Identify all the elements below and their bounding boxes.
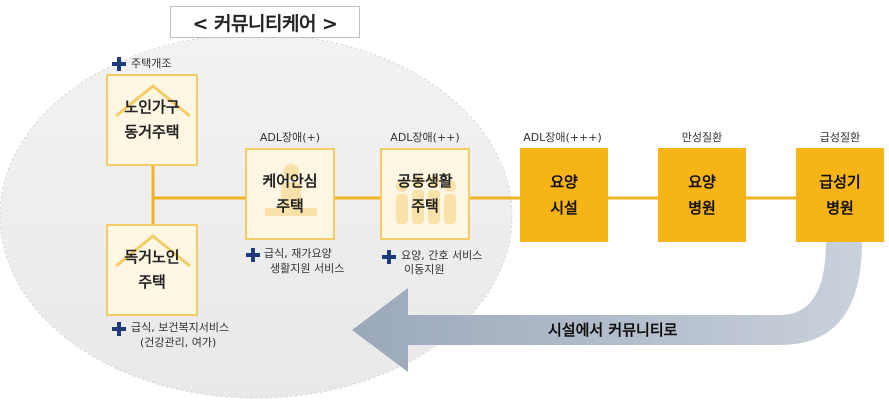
house-care-safe-line1: 케어안심 [262,172,318,190]
house-care-safe: 케어안심 주택 [245,148,335,240]
facility-nursing: 요양 시설 [520,148,608,242]
single-elderly-service-2: (건강관리, 여가) [140,336,217,349]
facility-nursing-line2: 시설 [550,199,578,217]
house-elderly-cohab-line1: 노인가구 [124,98,180,116]
house-single-elderly: 독거노인 주택 [106,224,198,316]
level-adl-plus: ADL장애(+) [259,131,321,144]
level-adl-plus-plus-plus: ADL장애(+++) [523,131,602,144]
diagram-title: < 커뮤니티케어 > [170,6,360,38]
plus-icon [382,250,396,264]
facility-nursing-hospital-line2: 병원 [688,199,716,217]
house-single-elderly-line1: 독거노인 [124,248,180,266]
shared-living-service-1: 요양, 간호 서비스 [401,249,483,262]
house-shared-living-line1: 공동생활 [397,172,453,190]
house-care-safe-line2: 주택 [276,197,304,215]
single-elderly-service-1: 급식, 보건복지서비스 [131,321,230,334]
care-safe-service-2: 생활지원 서비스 [270,262,345,275]
facility-acute-hospital-line1: 급성기 [819,173,861,191]
house-shared-living: 공동생활 주택 [380,148,470,240]
plus-icon [112,57,126,71]
caregiver-figure-icon [265,164,317,216]
facility-nursing-line1: 요양 [550,173,578,191]
facility-acute-hospital: 급성기 병원 [796,148,884,242]
house-shared-living-line2: 주택 [411,197,439,215]
level-chronic: 만성질환 [681,131,723,144]
return-arrow-label: 시설에서 커뮤니티로 [548,321,678,339]
care-safe-service-1: 급식, 재가요양 [264,247,332,260]
plus-icon [246,248,260,262]
level-adl-plus-plus: ADL장애(++) [390,131,460,144]
house-roof-icon [115,234,191,268]
house-single-elderly-line2: 주택 [138,273,166,291]
shared-living-service-2: 이동지원 [404,263,445,276]
house-elderly-cohab: 노인가구 동거주택 [106,74,198,166]
house-roof-icon [115,84,191,118]
plus-icon [112,322,126,336]
facility-nursing-hospital: 요양 병원 [658,148,746,242]
house-renovation-service: 주택개조 [131,57,172,70]
group-people-icon [396,176,456,224]
house-elderly-cohab-line2: 동거주택 [124,123,180,141]
facility-nursing-hospital-line1: 요양 [688,173,716,191]
facility-acute-hospital-line2: 병원 [826,199,854,217]
level-acute: 급성질환 [819,131,861,144]
return-arrow-shape [352,242,862,372]
